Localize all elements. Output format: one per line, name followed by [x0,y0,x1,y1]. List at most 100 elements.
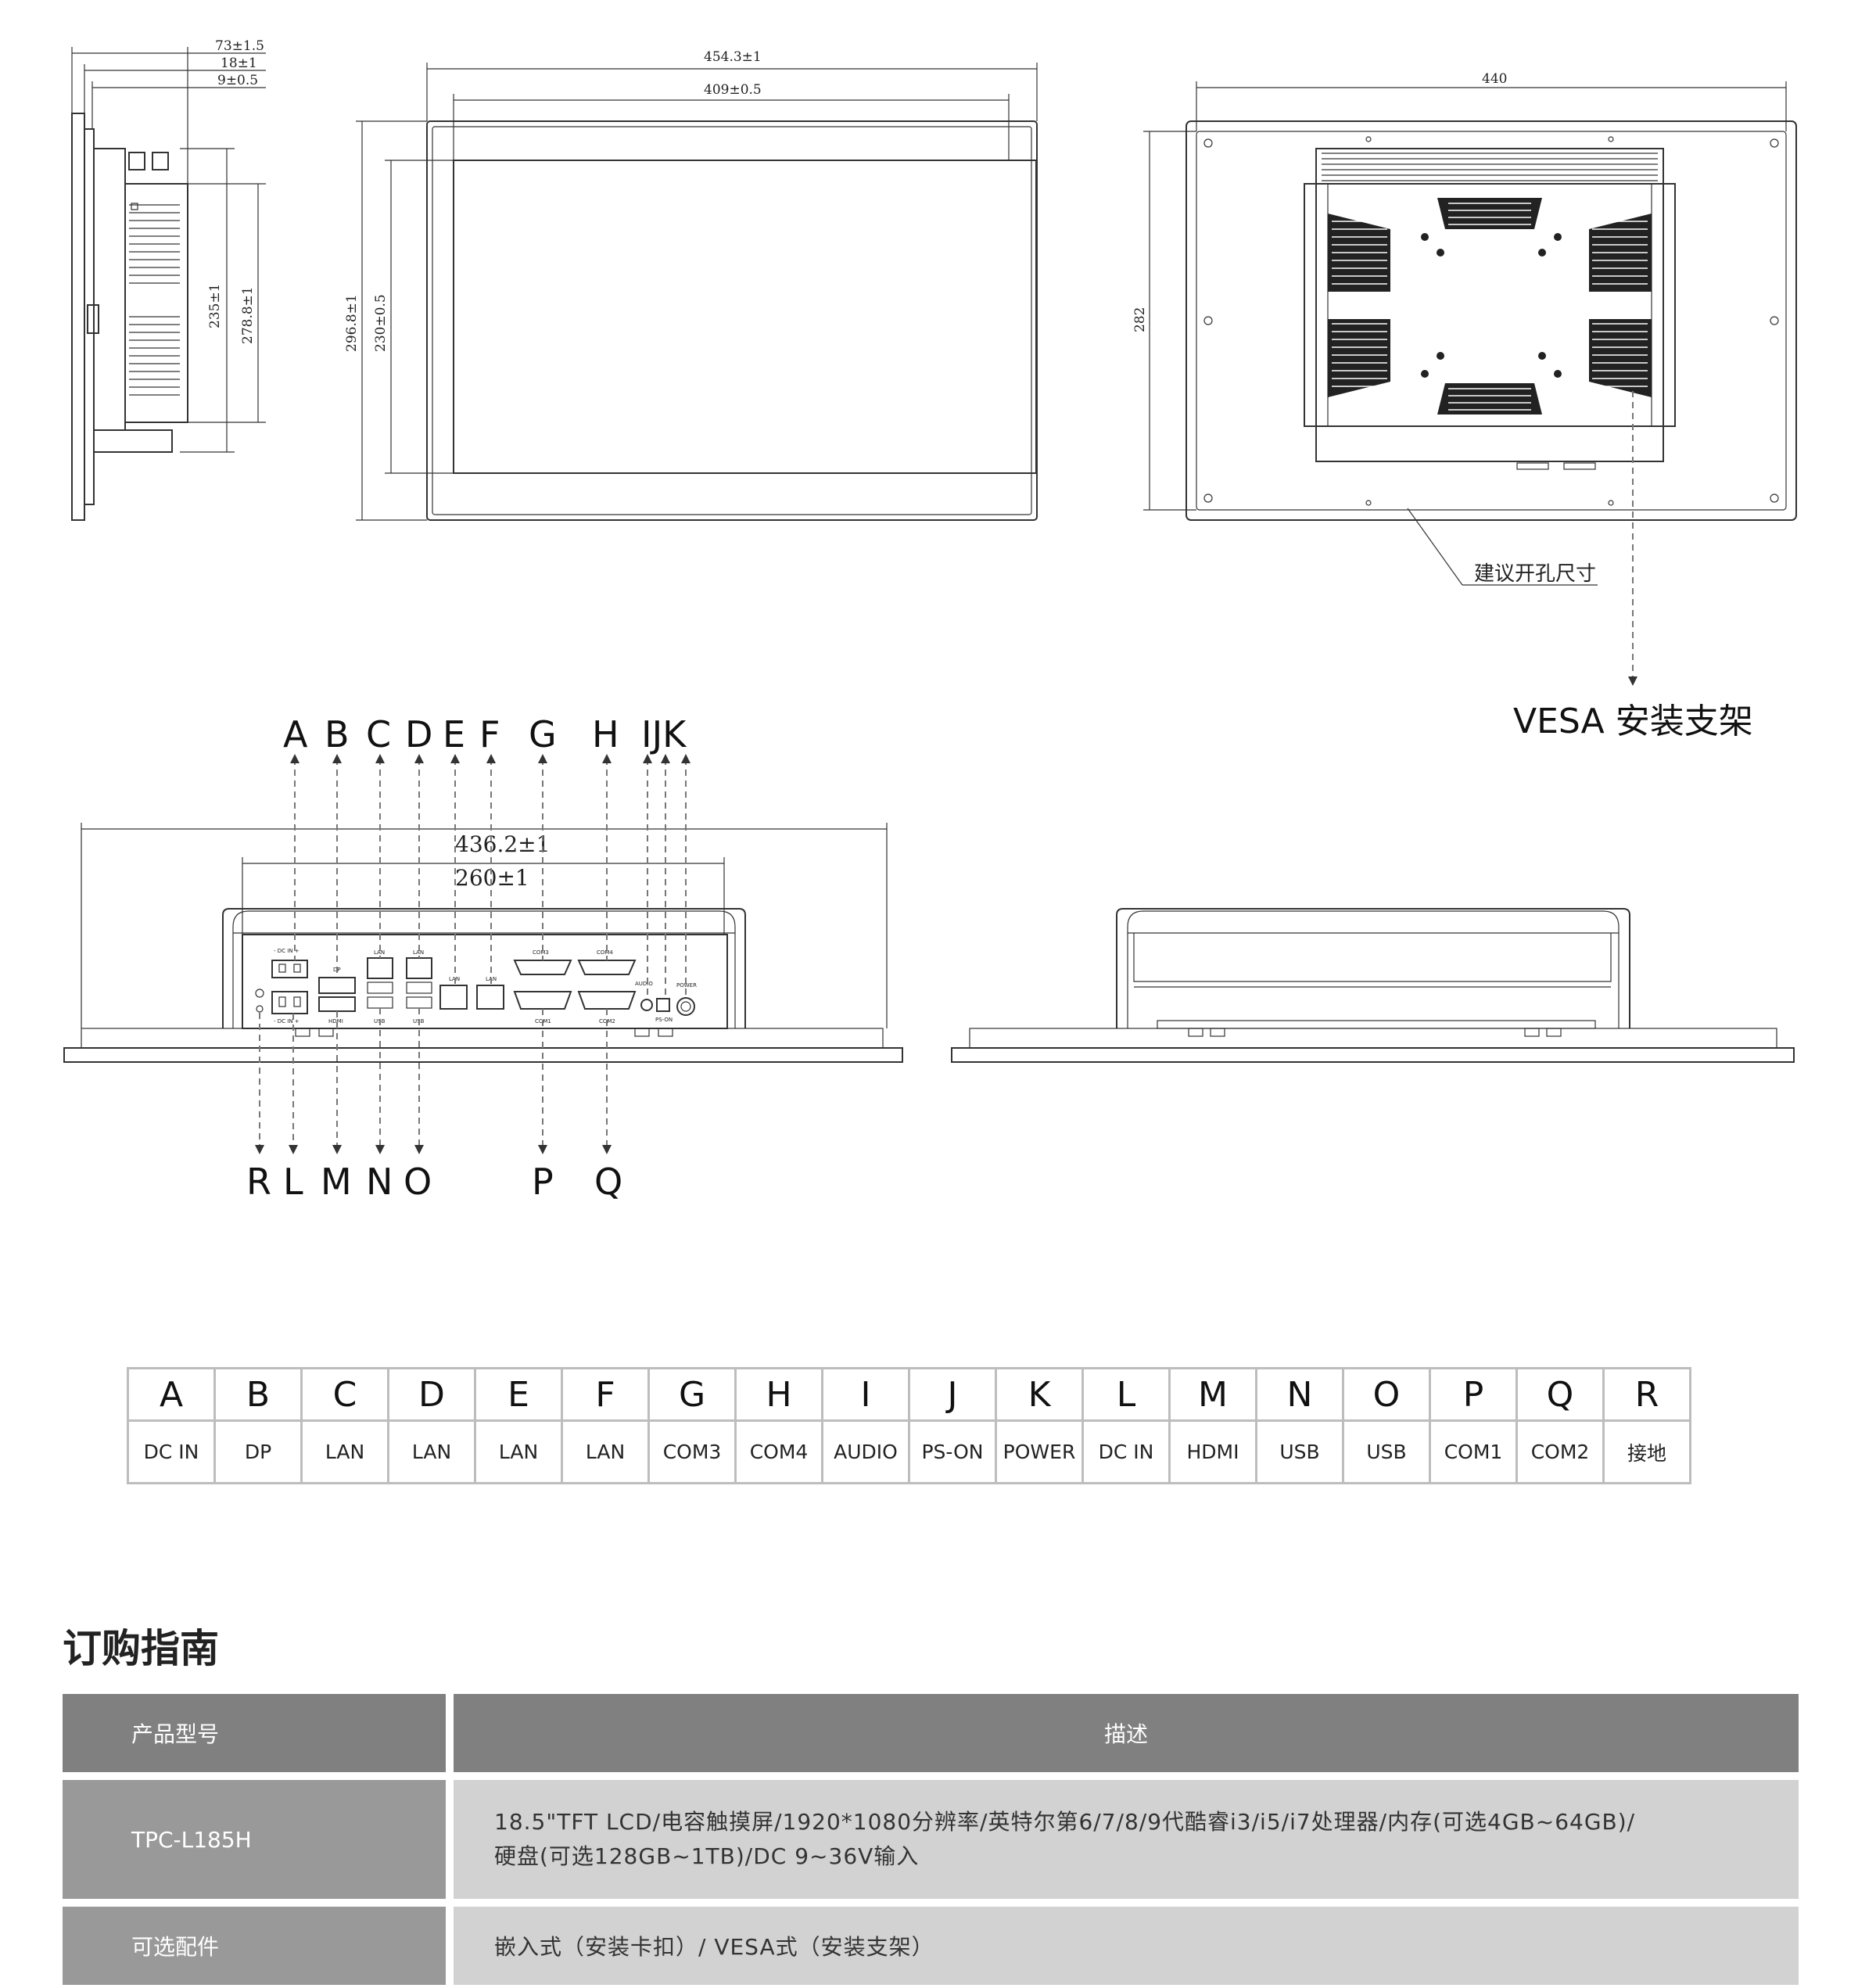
port-name-g: COM3 [647,1419,737,1484]
dim-side-face: 9±0.5 [217,73,258,88]
panel-lan-d: LAN [413,949,424,956]
port-name-h: COM4 [734,1419,823,1484]
label-bottom-q: Q [594,1161,622,1203]
dim-front-height-inner: 230±0.5 [373,294,389,352]
port-name-e: LAN [474,1419,563,1484]
panel-com4: COM4 [597,949,613,956]
port-name-o: USB [1342,1419,1431,1484]
port-letter-d: D [387,1367,476,1422]
front-screen [453,160,1037,474]
port-name-p: COM1 [1429,1419,1518,1484]
panel-lan-c: LAN [374,949,385,956]
dim-back-width: 440 [1482,71,1507,87]
port-letter-p: P [1429,1367,1518,1422]
label-bottom-o: O [404,1161,432,1203]
panel-com3: COM3 [533,949,549,956]
panel-power: POWER [676,982,697,989]
header-model: 产品型号 [63,1694,446,1772]
front-bezel [426,120,1038,521]
port-name-m: HDMI [1168,1419,1257,1484]
io-panel [242,934,728,1029]
port-letter-e: E [474,1367,563,1422]
panel-dc-in-top: - DC IN + [274,948,300,954]
label-top-f: F [479,713,500,755]
port-letter-l: L [1081,1367,1171,1422]
port-name-b: DP [213,1419,303,1484]
side-body [124,183,188,423]
label-top-c: C [366,713,391,755]
dim-io-width-outer: 436.2±1 [455,831,550,857]
dim-side-depth: 73±1.5 [215,38,264,54]
dim-io-width-inner: 260±1 [455,865,529,891]
ordering-product-row: TPC-L185H 18.5"TFT LCD/电容触摸屏/1920*1080分辨… [63,1780,1799,1899]
port-letter-m: M [1168,1367,1257,1422]
panel-ps-on: PS-ON [655,1017,673,1023]
label-top-b: B [325,713,350,755]
dim-side-height-outer: 278.8±1 [240,286,256,344]
label-top-e: E [443,713,465,755]
panel-dc-in-bottom: - DC IN + [274,1018,300,1025]
dim-back-height: 282 [1132,307,1148,332]
port-name-k: POWER [995,1419,1084,1484]
header-description: 描述 [454,1694,1799,1772]
panel-audio: AUDIO [635,981,653,987]
label-bottom-n: N [366,1161,393,1203]
ordering-title: 订购指南 [63,1626,219,1671]
bottom-side-view [951,908,1795,1063]
accessories-label: 可选配件 [63,1907,446,1985]
back-bezel [1186,120,1797,521]
label-bottom-r: R [246,1161,271,1203]
panel-hdmi: HDMI [328,1018,343,1025]
port-name-c: LAN [300,1419,389,1484]
port-letter-h: H [734,1367,823,1422]
port-name-j: PS-ON [908,1419,997,1484]
side-view: 73±1.5 18±1 9±0.5 235±1 278.8±1 [71,38,266,521]
port-letter-j: J [908,1367,997,1422]
back-vents [1328,198,1652,414]
product-model: TPC-L185H [63,1780,446,1899]
port-name-n: USB [1255,1419,1344,1484]
port-name-a: DC IN [127,1419,216,1484]
label-top-ijk: IJK [641,713,687,755]
port-letter-k: K [995,1367,1084,1422]
port-letter-q: Q [1516,1367,1605,1422]
label-bottom-m: M [321,1161,352,1203]
port-letter-o: O [1342,1367,1431,1422]
dim-front-width-inner: 409±0.5 [704,82,762,98]
dim-side-bezel: 18±1 [221,56,257,71]
port-letter-g: G [647,1367,737,1422]
accessories-description: 嵌入式（安装卡扣）/ VESA式（安装支架） [454,1907,1799,1985]
dim-side-height-inner: 235±1 [207,283,223,328]
dim-front-width-outer: 454.3±1 [704,49,762,65]
port-name-d: LAN [387,1419,476,1484]
port-letter-a: A [127,1367,216,1422]
label-bottom-p: P [532,1161,554,1203]
port-name-l: DC IN [1081,1419,1171,1484]
ordering-accessories-row: 可选配件 嵌入式（安装卡扣）/ VESA式（安装支架） [63,1907,1799,1985]
product-desc-line1: 18.5"TFT LCD/电容触摸屏/1920*1080分辨率/英特尔第6/7/… [494,1809,1636,1835]
ordering-header-row: 产品型号 描述 [63,1694,1799,1772]
port-name-r: 接地 [1602,1419,1691,1484]
io-view: 436.2±1 260±1 - DC IN + - DC IN + DP HDM… [63,713,903,1203]
port-letter-r: R [1602,1367,1691,1422]
port-letter-f: F [561,1367,650,1422]
port-letter-c: C [300,1367,389,1422]
io-base-plate [63,1047,903,1063]
cutout-note: 建议开孔尺寸 [1474,562,1596,586]
back-view: 440 282 建议开孔尺寸 VESA 安装支架 [1132,71,1797,741]
front-view: 454.3±1 409±0.5 296.8±1 230±0.5 [344,49,1038,521]
product-desc-line2: 硬盘(可选128GB~1TB)/DC 9~36V输入 [494,1843,920,1869]
port-name-q: COM2 [1516,1419,1605,1484]
vesa-label: VESA 安装支架 [1513,702,1753,741]
port-name-f: LAN [561,1419,650,1484]
label-top-a: A [283,713,308,755]
label-bottom-l: L [283,1161,303,1203]
port-letter-b: B [213,1367,303,1422]
port-letter-n: N [1255,1367,1344,1422]
port-name-i: AUDIO [821,1419,910,1484]
label-top-h: H [592,713,619,755]
label-top-g: G [529,713,557,755]
